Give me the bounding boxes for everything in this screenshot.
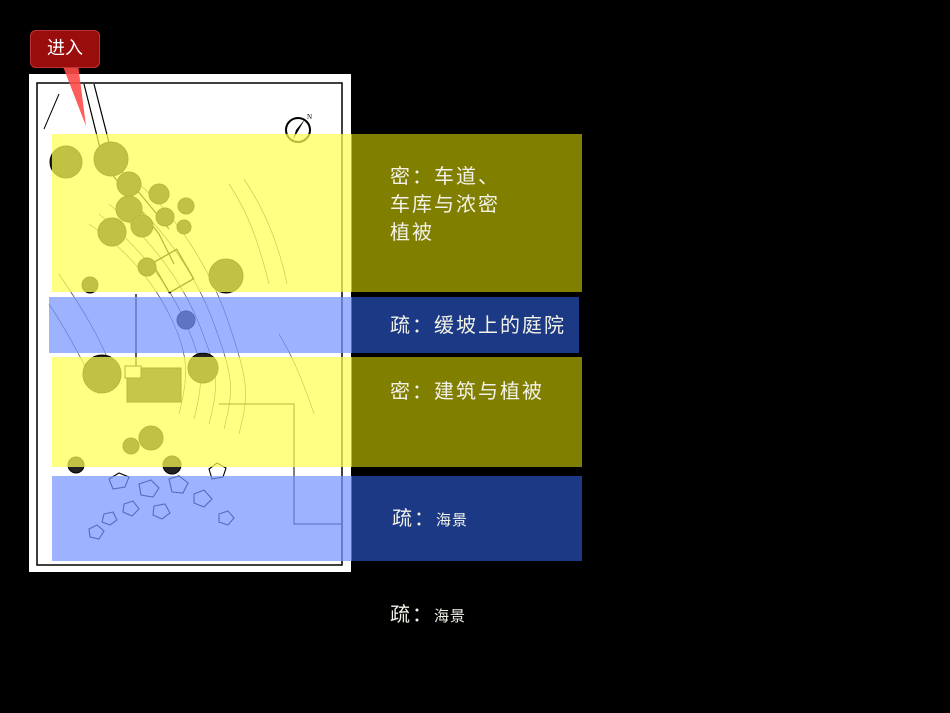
footer-label-sub: 海景 bbox=[434, 607, 467, 625]
sparse-panel-2: 疏：海景 bbox=[352, 476, 582, 561]
sparse-label-2: 疏：海景 bbox=[392, 504, 468, 534]
entry-pointer bbox=[62, 64, 86, 126]
sparse-label-2-main: 疏： bbox=[392, 506, 436, 530]
dense-band-overlay-2 bbox=[52, 357, 352, 467]
footer-label-main: 疏： bbox=[390, 602, 434, 626]
dense-label-1: 密：车道、 车库与浓密 植被 bbox=[390, 164, 500, 244]
sparse-band-overlay-1 bbox=[49, 297, 352, 353]
sparse-label-1: 疏：缓坡上的庭院 bbox=[390, 313, 566, 337]
dense-panel-2: 密：建筑与植被 bbox=[352, 357, 582, 467]
footer-label: 疏：海景 bbox=[390, 600, 466, 630]
compass-letter: N bbox=[307, 113, 312, 121]
dense-panel-1: 密：车道、 车库与浓密 植被 bbox=[352, 134, 582, 292]
dense-band-overlay-1 bbox=[52, 134, 352, 292]
sparse-panel-1: 疏：缓坡上的庭院 bbox=[352, 297, 579, 353]
sparse-label-2-sub: 海景 bbox=[436, 511, 469, 529]
entry-callout: 进入 bbox=[30, 30, 100, 68]
dense-label-2: 密：建筑与植被 bbox=[390, 379, 544, 403]
sparse-band-overlay-2 bbox=[52, 476, 352, 561]
